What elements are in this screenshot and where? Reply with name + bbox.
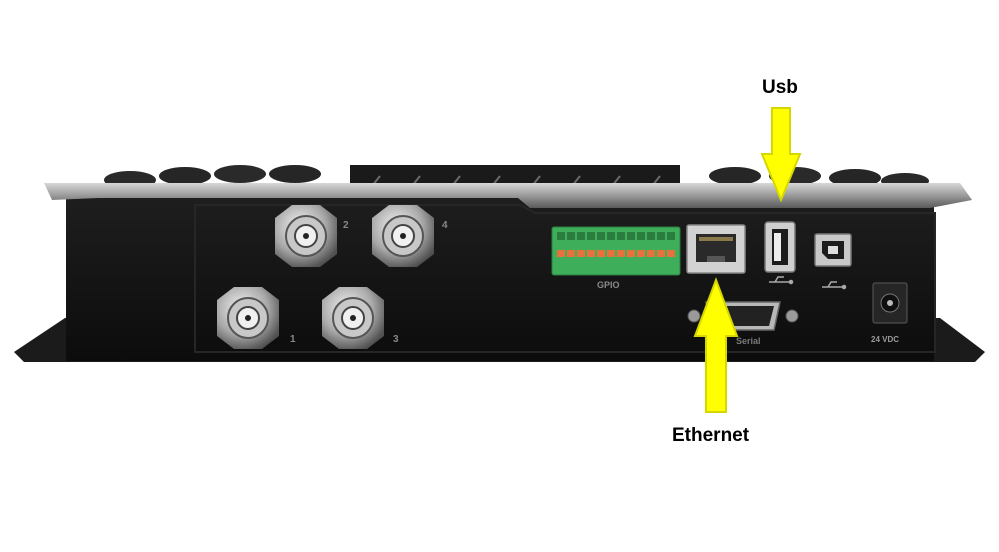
port-3-label: 3: [393, 334, 399, 345]
antenna-port-4: [372, 205, 434, 267]
serial-label: Serial: [736, 336, 761, 346]
usb-callout-label: Usb: [762, 77, 798, 98]
antenna-port-2: [275, 205, 337, 267]
silver-trim: [44, 183, 972, 208]
gpio-label: GPIO: [597, 280, 620, 290]
arrow-down-icon: [760, 107, 802, 203]
port-1-label: 1: [290, 334, 296, 345]
gpio-terminal-block: [551, 226, 681, 276]
ethernet-port: [686, 224, 746, 274]
arrow-up-icon: [693, 277, 739, 413]
antenna-port-3: [322, 287, 384, 349]
usb-symbol-icon: [769, 276, 794, 285]
ethernet-callout-label: Ethernet: [672, 425, 750, 446]
device-body: [66, 196, 934, 361]
usb-b-port: [814, 233, 852, 267]
antenna-port-1: [217, 287, 279, 349]
usb-a-port: [764, 221, 796, 273]
usb-symbol-icon: [822, 281, 847, 290]
power-jack: [872, 282, 908, 324]
port-2-label: 2: [343, 220, 349, 231]
port-4-label: 4: [442, 220, 448, 231]
power-label: 24 VDC: [871, 335, 899, 344]
